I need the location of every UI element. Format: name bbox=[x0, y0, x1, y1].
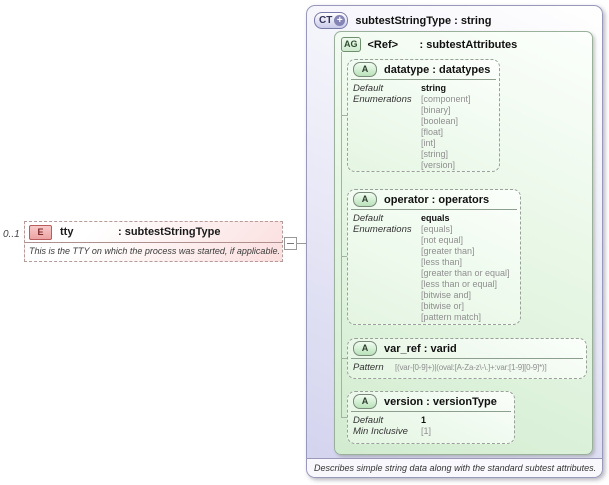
tree-stub-line bbox=[341, 115, 348, 116]
facet-table: Pattern [(var-[0-9]+)|(oval:[A-Za-z\-\.]… bbox=[348, 359, 586, 373]
facet-label: Min Inclusive bbox=[353, 426, 408, 437]
facet-label: Default bbox=[353, 213, 384, 224]
tree-stub-line bbox=[341, 256, 348, 257]
attributegroup-type: : subtestAttributes bbox=[419, 38, 518, 51]
attribute-badge: A bbox=[353, 394, 377, 409]
attribute-datatype-box[interactable]: A datatype : datatypes Default string En… bbox=[347, 59, 500, 172]
facet-table: Default string Enumerations [component][… bbox=[348, 80, 499, 171]
complextype-badge-label: CT bbox=[319, 15, 333, 26]
collapse-handle[interactable] bbox=[284, 237, 297, 250]
facet-label: Pattern bbox=[353, 362, 384, 373]
element-badge: E bbox=[29, 224, 52, 240]
facet-row-pattern: Pattern [(var-[0-9]+)|(oval:[A-Za-z\-\.]… bbox=[353, 362, 582, 373]
attribute-operator-box[interactable]: A operator : operators Default equals En… bbox=[347, 189, 521, 325]
complextype-header[interactable]: CT + subtestStringType : string bbox=[314, 12, 491, 29]
element-name: tty bbox=[60, 226, 74, 238]
facet-table: Default 1 Min Inclusive [1] bbox=[348, 412, 514, 437]
attributegroup-ref: <Ref> bbox=[367, 38, 399, 51]
cardinality-label: 0..1 bbox=[3, 229, 20, 240]
facet-row-enumerations: Enumerations [component][binary][boolean… bbox=[353, 94, 495, 171]
attribute-version-header[interactable]: A version : versionType bbox=[348, 392, 514, 411]
facet-label: Default bbox=[353, 83, 384, 94]
complextype-badge: CT + bbox=[314, 12, 349, 29]
element-annotation: This is the TTY on which the process was… bbox=[29, 246, 280, 256]
facet-min-inclusive-value: [1] bbox=[421, 426, 432, 436]
connector-line bbox=[297, 243, 306, 244]
attribute-datatype-header[interactable]: A datatype : datatypes bbox=[348, 60, 499, 79]
attribute-version-box[interactable]: A version : versionType Default 1 Min In… bbox=[347, 391, 515, 444]
minus-icon bbox=[287, 243, 294, 244]
complextype-title: subtestStringType : string bbox=[355, 14, 492, 27]
separator bbox=[351, 358, 583, 359]
attribute-operator-title: operator : operators bbox=[384, 193, 490, 206]
tree-trunk-line bbox=[341, 52, 342, 417]
attributegroup-badge: AG bbox=[341, 37, 361, 52]
facet-pattern-value: [(var-[0-9]+)|(oval:[A-Za-z\-\.]+:var:[1… bbox=[395, 363, 547, 372]
facet-row-enumerations: Enumerations [equals][not equal][greater… bbox=[353, 224, 516, 323]
attributegroup-header[interactable]: AG <Ref> : subtestAttributes bbox=[341, 37, 517, 52]
separator bbox=[351, 411, 511, 412]
attribute-badge: A bbox=[353, 192, 377, 207]
facet-row-min-inclusive: Min Inclusive [1] bbox=[353, 426, 510, 437]
tree-stub-line bbox=[341, 358, 348, 359]
annotation-separator bbox=[307, 458, 602, 459]
plus-icon[interactable]: + bbox=[334, 15, 346, 26]
attribute-badge: A bbox=[353, 341, 377, 356]
attributegroup-box: AG <Ref> : subtestAttributes A datatype … bbox=[334, 31, 593, 455]
facet-default-value: string bbox=[421, 83, 447, 93]
facet-row-default: Default string bbox=[353, 83, 495, 94]
complextype-box: CT + subtestStringType : string AG <Ref>… bbox=[306, 5, 603, 478]
tree-stub-line bbox=[341, 417, 348, 418]
facet-label: Enumerations bbox=[353, 94, 412, 105]
facet-label: Default bbox=[353, 415, 384, 426]
complextype-annotation: Describes simple string data along with … bbox=[307, 459, 602, 477]
facet-enumeration-values: [equals][not equal][greater than][less t… bbox=[421, 224, 510, 322]
facet-default-value: equals bbox=[421, 213, 450, 223]
separator bbox=[351, 79, 496, 80]
attribute-var-ref-title: var_ref : varid bbox=[384, 342, 457, 355]
attribute-datatype-title: datatype : datatypes bbox=[384, 63, 491, 76]
attribute-operator-header[interactable]: A operator : operators bbox=[348, 190, 520, 209]
attribute-var-ref-header[interactable]: A var_ref : varid bbox=[348, 339, 586, 358]
facet-table: Default equals Enumerations [equals][not… bbox=[348, 210, 520, 323]
facet-default-value: 1 bbox=[421, 415, 427, 425]
attribute-version-title: version : versionType bbox=[384, 395, 497, 408]
facet-label: Enumerations bbox=[353, 224, 412, 235]
element-tty-header[interactable]: E tty : subtestStringType bbox=[25, 222, 282, 243]
facet-row-default: Default 1 bbox=[353, 415, 510, 426]
separator bbox=[351, 209, 517, 210]
element-tty-box[interactable]: E tty : subtestStringType This is the TT… bbox=[24, 221, 283, 262]
attribute-var-ref-box[interactable]: A var_ref : varid Pattern [(var-[0-9]+)|… bbox=[347, 338, 587, 379]
facet-enumeration-values: [component][binary][boolean][float][int]… bbox=[421, 94, 471, 170]
attribute-badge: A bbox=[353, 62, 377, 77]
element-type: : subtestStringType bbox=[118, 226, 221, 238]
facet-row-default: Default equals bbox=[353, 213, 516, 224]
